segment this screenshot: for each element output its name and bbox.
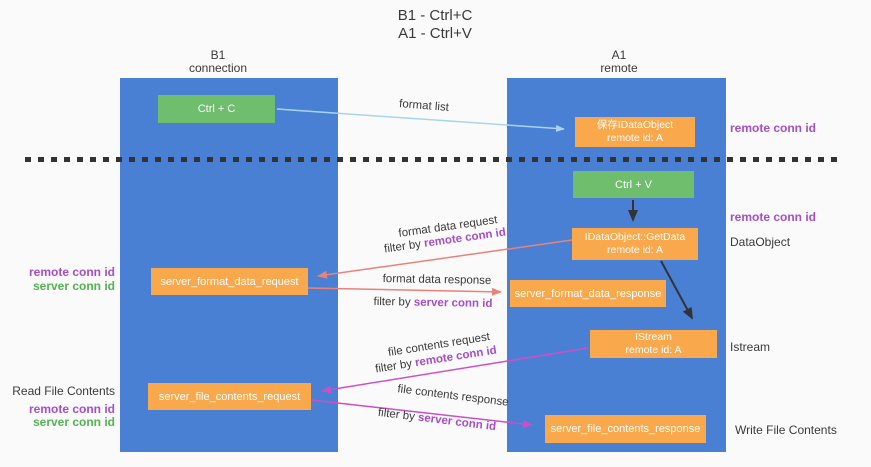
node-server-file-contents-response: server_file_contents_response (545, 415, 706, 443)
node-ctrl-v: Ctrl + V (573, 171, 694, 198)
lane-a1-name: A1 (611, 48, 627, 62)
arrow-label-file-contents-response: file contents response (396, 383, 510, 409)
node-format-response-label: server_format_data_response (514, 287, 662, 300)
session-divider-dashed-line (25, 157, 838, 162)
left-label-remote-conn-id-1: remote conn id (28, 265, 115, 279)
title-line-a1: A1 - Ctrl+V (398, 25, 472, 42)
filter-server-conn-id-1: server conn id (413, 296, 493, 311)
right-label-remote-conn-id-mid: remote conn id (730, 210, 817, 224)
lane-header-b1: B1 connection (158, 49, 278, 75)
right-label-remote-conn-id-top: remote conn id (730, 121, 817, 135)
filter-by-text-2: filter by (373, 295, 414, 309)
node-istream-line2: remote id: A (625, 344, 682, 356)
node-istream: IStream remote id: A (590, 330, 717, 358)
filter-server-conn-id-2: server conn id (417, 411, 497, 434)
node-idataobject-getdata: IDataObject::GetData remote id: A (572, 228, 698, 260)
left-label-server-conn-id-2: server conn id (32, 415, 115, 429)
arrow-label-format-list: format list (398, 98, 450, 114)
right-label-dataobject: DataObject (730, 235, 791, 249)
node-server-format-data-response: server_format_data_response (510, 280, 666, 307)
node-ctrl-v-label: Ctrl + V (615, 178, 652, 191)
lane-a1-role: remote (600, 61, 638, 75)
node-ctrl-c-label: Ctrl + C (197, 103, 236, 115)
lane-header-a1: A1 remote (559, 49, 679, 75)
node-getdata-line2: remote id: A (606, 244, 664, 256)
node-file-response-label: server_file_contents_response (550, 423, 701, 435)
right-label-write-file-contents: Write File Contents (735, 423, 837, 437)
right-label-istream: Istream (730, 340, 771, 354)
diagram-title: B1 - Ctrl+C A1 - Ctrl+V (335, 7, 535, 43)
left-label-read-file-contents: Read File Contents (12, 384, 115, 398)
lane-b1-name: B1 (210, 48, 226, 62)
node-save-dataobject-line1: 保存IDataObject (596, 119, 674, 131)
node-format-request-label: server_format_data_request (160, 275, 299, 288)
node-save-dataobject-line2: remote id: A (606, 132, 664, 144)
lane-b1-role: connection (188, 61, 248, 75)
node-getdata-line1: IDataObject::GetData (584, 231, 686, 243)
arrow-label-filter-server-2: filter by server conn id (372, 406, 502, 434)
node-save-dataobject: 保存IDataObject remote id: A (575, 117, 695, 147)
arrow-label-filter-server-1: filter by server conn id (368, 296, 498, 310)
node-server-format-data-request: server_format_data_request (151, 268, 308, 295)
left-label-server-conn-id-1: server conn id (32, 279, 115, 293)
filter-by-text-4: filter by (377, 406, 419, 424)
node-file-request-label: server_file_contents_request (158, 390, 301, 403)
left-label-remote-conn-id-2: remote conn id (28, 402, 115, 416)
node-ctrl-c: Ctrl + C (158, 95, 275, 123)
node-server-file-contents-request: server_file_contents_request (148, 383, 311, 410)
title-line-b1: B1 - Ctrl+C (397, 7, 473, 24)
arrow-label-format-data-response: format data response (382, 273, 492, 287)
node-istream-line1: IStream (635, 331, 672, 343)
